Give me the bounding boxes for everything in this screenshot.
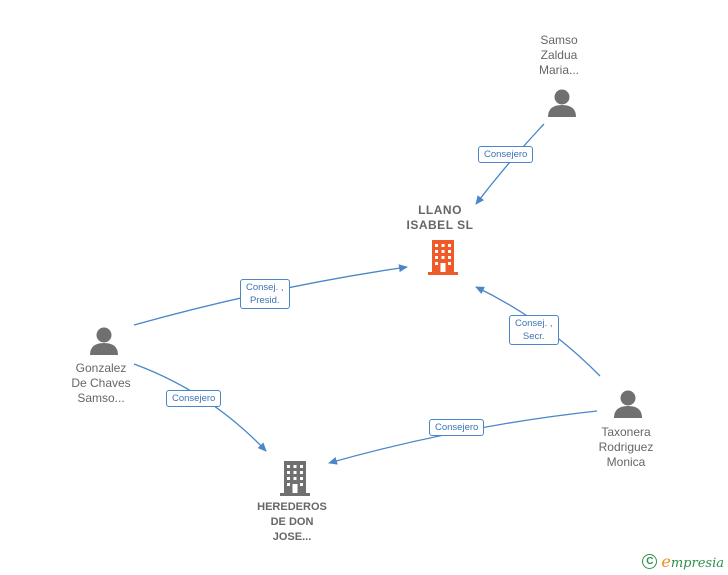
role-text: Consejero xyxy=(435,422,479,433)
person-name-line: Monica xyxy=(606,455,646,469)
building-icon[interactable] xyxy=(428,240,458,275)
copyright-icon: C xyxy=(642,554,658,569)
company-name-line: HEREDEROS xyxy=(257,501,327,513)
company-label-llano[interactable]: LLANO ISABEL SL xyxy=(392,203,488,233)
role-text: Secr. xyxy=(522,331,545,342)
person-label-taxonera[interactable]: Taxonera Rodriguez Monica xyxy=(581,425,671,470)
empresia-logo[interactable]: C empresia xyxy=(642,552,724,571)
person-name-line: De Chaves xyxy=(71,376,131,390)
role-text: Presid. xyxy=(249,295,280,306)
person-icon[interactable] xyxy=(548,89,576,118)
edge-label-gonzalez-herederos[interactable]: Consejero xyxy=(166,390,222,407)
edge-label-gonzalez-llano[interactable]: Consej. , Presid. xyxy=(240,279,290,309)
role-text: Consejero xyxy=(484,149,528,160)
person-name-line: Samso xyxy=(540,33,578,47)
company-label-herederos[interactable]: HEREDEROS DE DON JOSE... xyxy=(244,500,340,545)
person-icon[interactable] xyxy=(90,327,118,356)
company-name-line: ISABEL SL xyxy=(406,218,474,232)
edge-gonzalez-herederos xyxy=(133,363,267,452)
person-label-samso[interactable]: Samso Zaldua Maria... xyxy=(514,33,604,78)
person-icon[interactable] xyxy=(614,390,642,419)
company-name-line: DE DON xyxy=(270,516,314,528)
person-name-line: Maria... xyxy=(538,63,579,77)
person-label-gonzalez[interactable]: Gonzalez De Chaves Samso... xyxy=(56,361,146,406)
person-name-line: Taxonera xyxy=(601,425,651,439)
brand-initial: e xyxy=(661,552,671,571)
edge-label-taxonera-llano[interactable]: Consej. , Secr. xyxy=(509,315,559,345)
company-name-line: JOSE... xyxy=(272,531,312,543)
brand-wordmark: empresia xyxy=(661,552,724,571)
person-name-line: Samso... xyxy=(77,391,125,405)
building-icon[interactable] xyxy=(280,461,310,496)
edge-label-samso-llano[interactable]: Consejero xyxy=(478,146,534,163)
edge-samso-llano xyxy=(475,123,545,205)
company-name-line: LLANO xyxy=(418,203,462,217)
brand-name: mpresia xyxy=(670,556,724,571)
role-text: Consejero xyxy=(172,393,216,404)
role-text: Consej. , xyxy=(246,282,284,293)
person-name-line: Gonzalez xyxy=(75,361,127,375)
person-name-line: Rodriguez xyxy=(598,440,654,454)
person-name-line: Zaldua xyxy=(540,48,578,62)
edge-label-taxonera-herederos[interactable]: Consejero xyxy=(429,419,485,436)
role-text: Consej. , xyxy=(515,318,553,329)
